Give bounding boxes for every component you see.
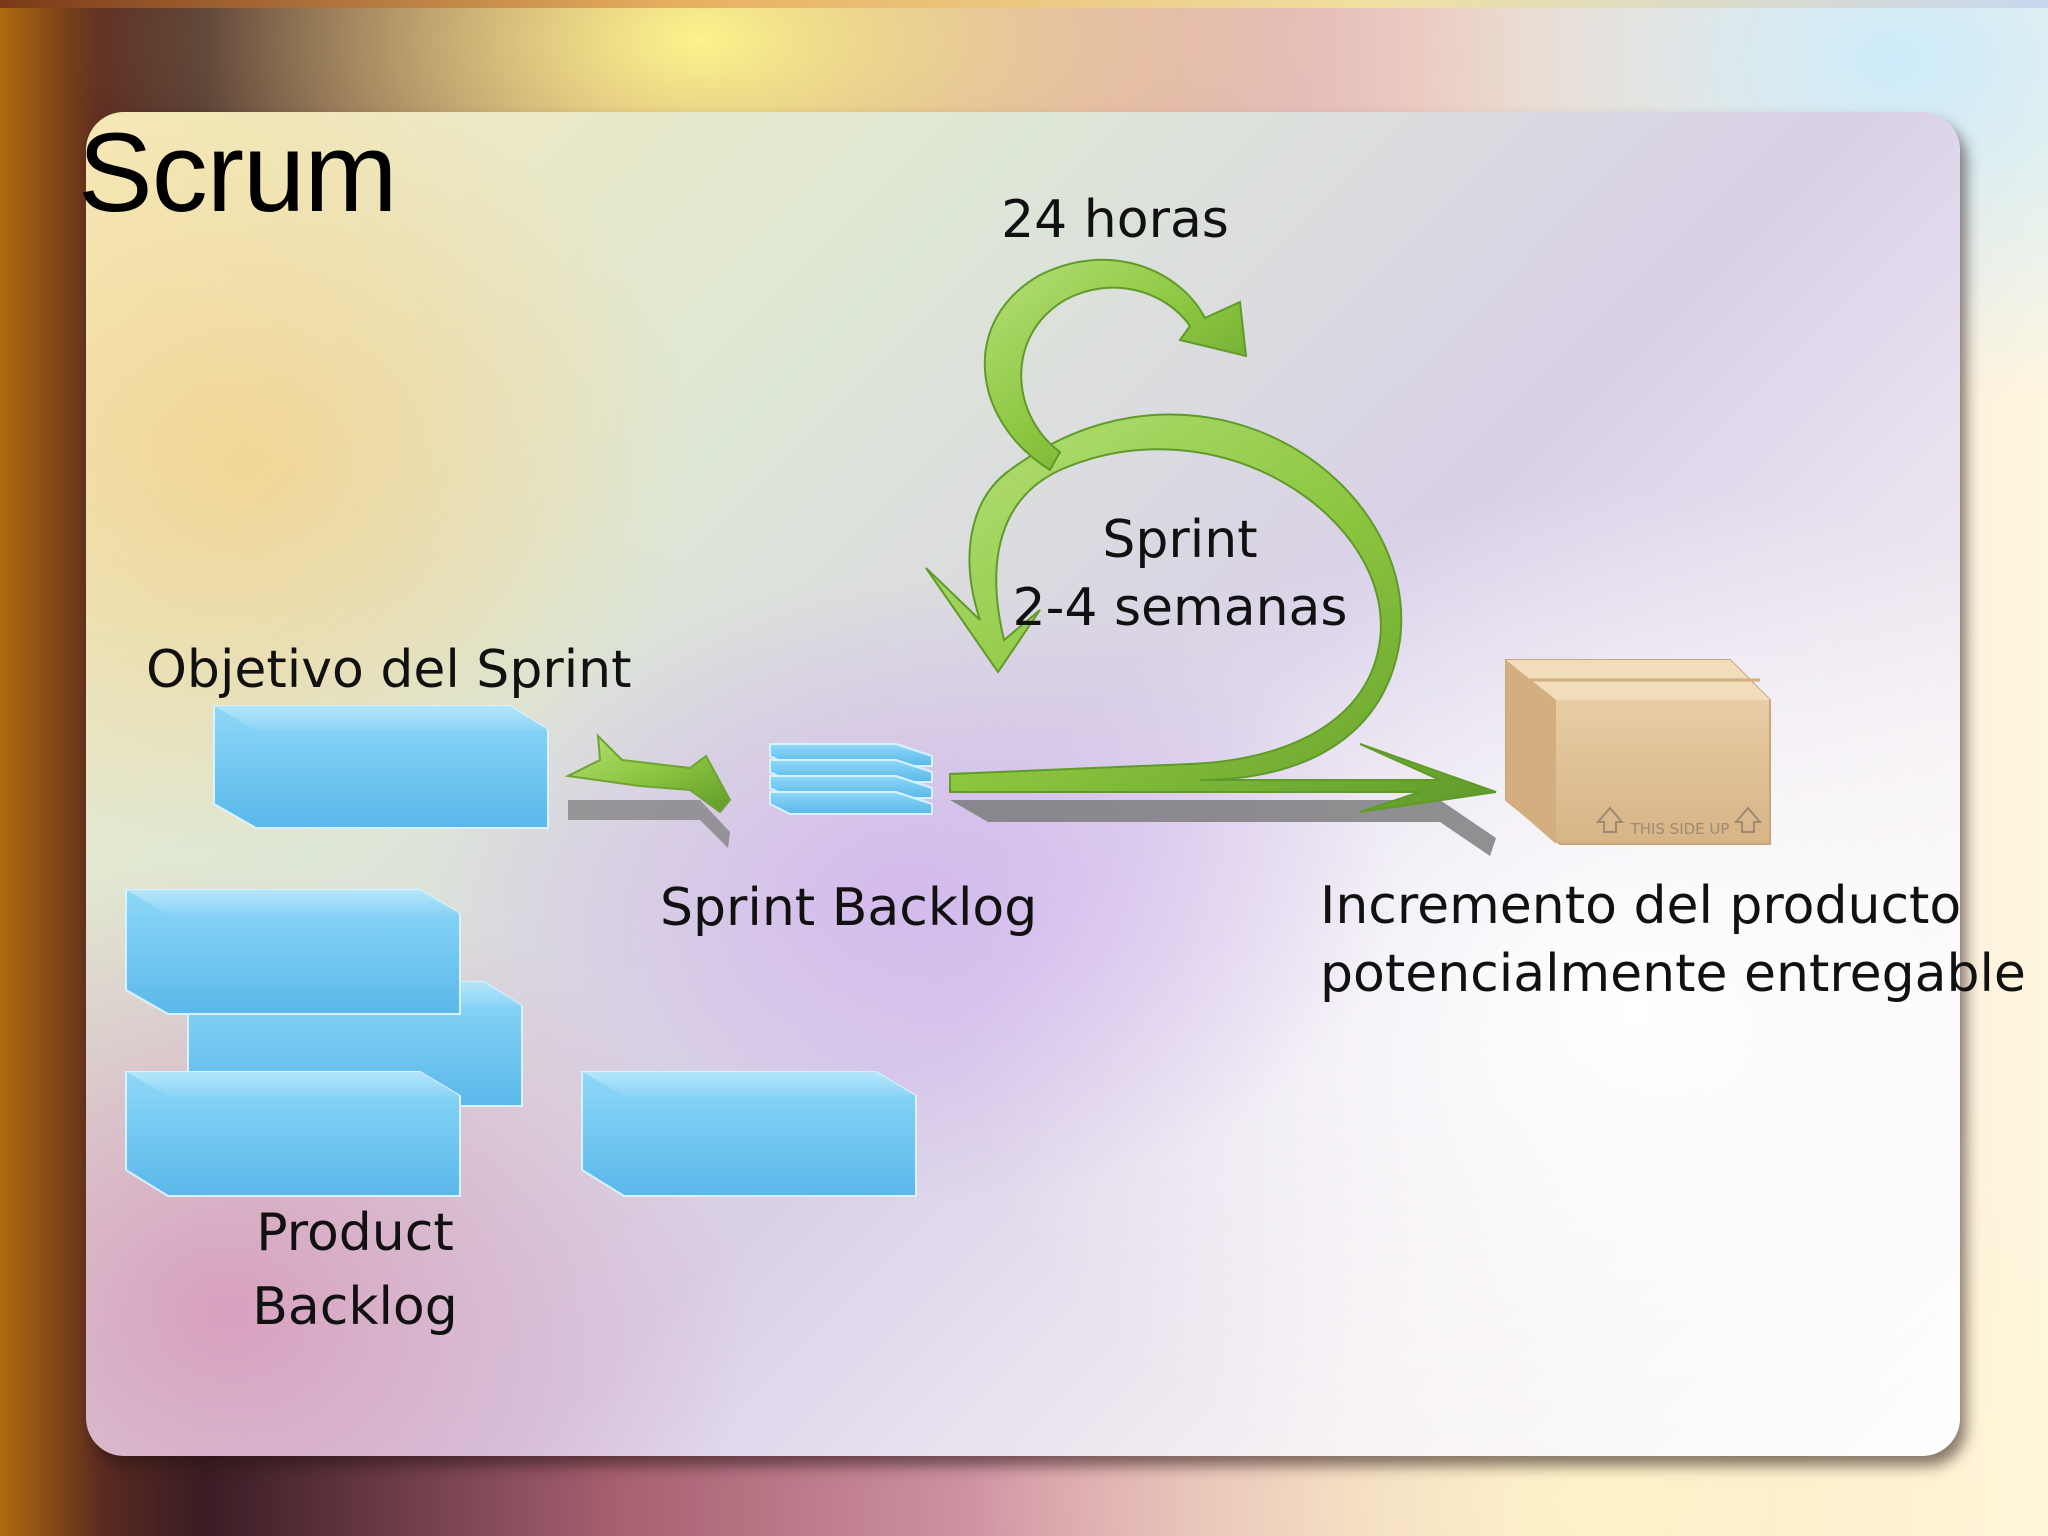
product-backlog-label-line2: Backlog (252, 1277, 458, 1337)
sprint-label-line1: Sprint (1102, 510, 1258, 570)
sprint-label-line2: 2-4 semanas (1012, 578, 1348, 638)
sprint-backlog-stack (769, 743, 933, 815)
backlog-block (125, 1071, 461, 1197)
daily-cycle-label: 24 horas (1001, 190, 1229, 250)
sprint-arrow-shadow (950, 800, 1496, 856)
product-increment-box-icon: THIS SIDE UP (1505, 659, 1771, 845)
daily-cycle-arrow-icon (983, 258, 1248, 472)
sprint-goal-label: Objetivo del Sprint (146, 640, 632, 700)
increment-label: Incremento del producto potencialmente e… (1320, 872, 2026, 1008)
sprint-backlog-label: Sprint Backlog (660, 878, 1038, 938)
product-backlog-blocks (125, 889, 917, 1197)
slide-title: Scrum (78, 110, 398, 235)
backlog-block (125, 889, 461, 1015)
goal-to-backlog-arrow-icon (564, 733, 732, 848)
product-backlog-label-line1: Product (256, 1203, 454, 1263)
increment-label-line1: Incremento del producto (1320, 876, 1962, 936)
top-border (0, 0, 2048, 8)
backlog-block (581, 1071, 917, 1197)
increment-label-line2: potencialmente entregable (1320, 944, 2026, 1004)
product-backlog-label: Product Backlog (200, 1196, 510, 1344)
sprint-label: Sprint 2-4 semanas (1010, 506, 1350, 642)
sprint-goal-block (213, 705, 549, 829)
box-stamp-text: THIS SIDE UP (1630, 820, 1730, 838)
sprint-loop-arrow-icon (925, 413, 1497, 813)
